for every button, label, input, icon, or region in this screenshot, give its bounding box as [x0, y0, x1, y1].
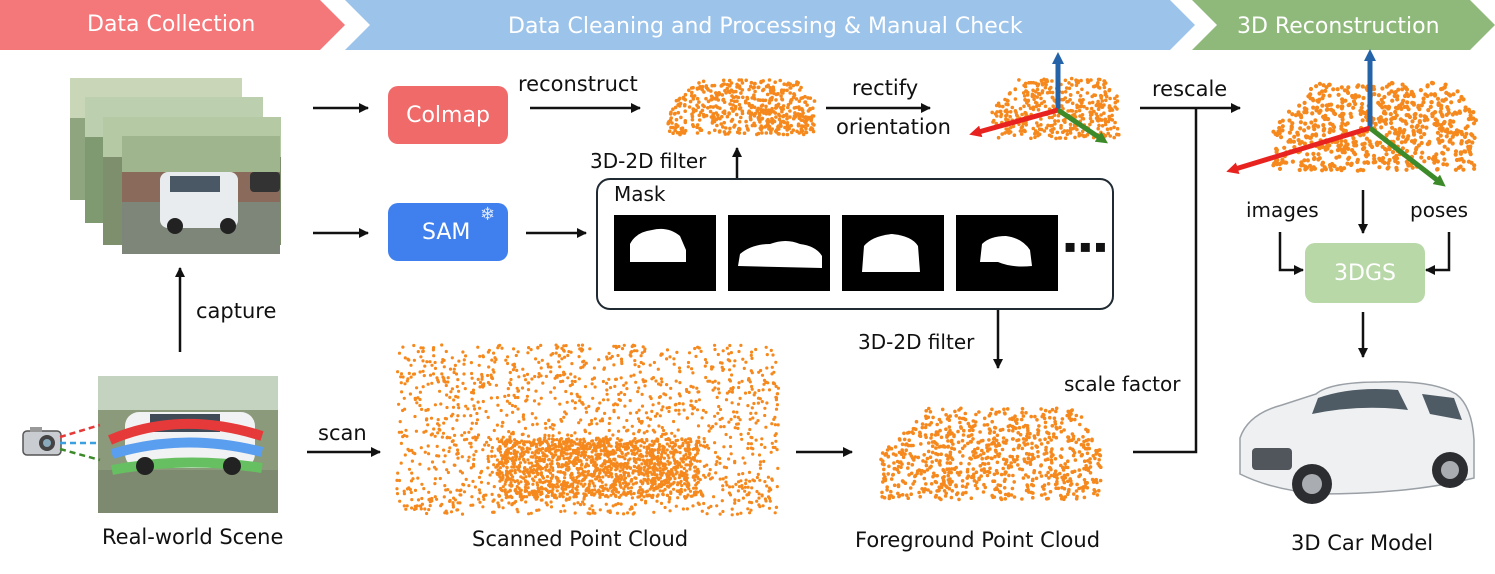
axes-rectified: [969, 52, 1108, 144]
sam-box: SAM: [388, 203, 508, 261]
label-rectify: rectify: [852, 76, 919, 100]
axes-reconstruction: [1226, 49, 1446, 187]
arrow-images-to-3dgs: [1278, 232, 1304, 275]
caption-foreground-point-cloud: Foreground Point Cloud: [855, 528, 1101, 552]
mask-label: Mask: [614, 182, 666, 206]
point-cloud-scanned: [395, 343, 781, 517]
label-orientation: orientation: [836, 115, 951, 139]
caption-real-world-scene: Real-world Scene: [102, 525, 284, 549]
stage-collection-label: Data Collection: [87, 12, 256, 37]
colmap-box: Colmap: [388, 86, 508, 144]
mask-shape-2: [738, 241, 822, 268]
point-cloud-rectified: [990, 76, 1121, 141]
camera-icon: [22, 427, 62, 456]
caption-scanned-point-cloud: Scanned Point Cloud: [472, 527, 689, 551]
sam-label: SAM: [422, 219, 471, 245]
point-cloud-foreground: [879, 406, 1103, 502]
label-3d-2d-filter-top: 3D-2D filter: [590, 149, 707, 173]
line-scale-factor: [1133, 108, 1198, 454]
mask-shape-3: [862, 234, 920, 272]
label-reconstruct: reconstruct: [518, 72, 638, 96]
label-images: images: [1246, 198, 1319, 222]
stage-cleaning-label: Data Cleaning and Processing & Manual Ch…: [508, 14, 1023, 39]
stage-cleaning-chevron: [345, 0, 1195, 50]
arrow-poses-to-3dgs: [1425, 232, 1451, 275]
stage-collection-chevron: [0, 0, 345, 50]
label-scan: scan: [318, 421, 367, 445]
caption-3d-car-model: 3D Car Model: [1291, 531, 1434, 555]
label-capture: capture: [196, 299, 277, 323]
point-cloud-colmap: [666, 78, 817, 137]
gs3d-box: 3DGS: [1305, 243, 1425, 303]
label-3d-2d-filter-mid: 3D-2D filter: [858, 330, 975, 354]
label-scale-factor: scale factor: [1064, 372, 1181, 396]
label-rescale: rescale: [1152, 77, 1228, 101]
mask-shape-1: [630, 228, 686, 262]
snowflake-icon: ❄: [480, 204, 496, 225]
mask-shape-4: [980, 236, 1032, 267]
label-poses: poses: [1410, 198, 1469, 222]
stage-reconstruction-chevron: [1192, 0, 1495, 50]
stage-reconstruction-label: 3D Reconstruction: [1237, 14, 1440, 39]
more-masks-ellipsis: ▪▪▪: [1064, 236, 1110, 257]
point-cloud-reconstruction: [1271, 80, 1478, 173]
